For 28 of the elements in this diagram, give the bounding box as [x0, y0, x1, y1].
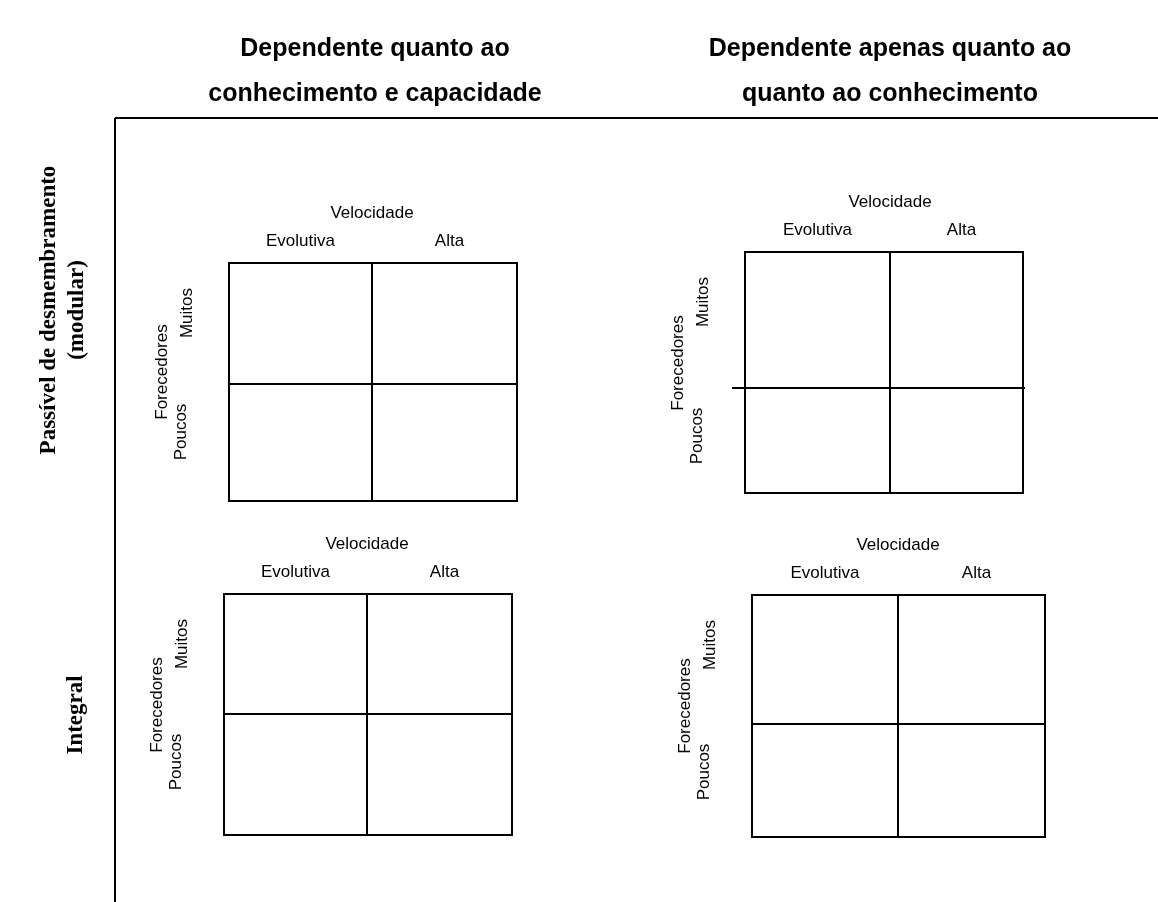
axis-value: Evolutiva	[266, 231, 335, 251]
row-heading: Passível de desmembramento (modular)	[34, 164, 89, 457]
axis-title: Forecedores	[152, 324, 172, 420]
axis-value: Muitos	[177, 287, 197, 339]
axis-value: Poucos	[694, 743, 714, 801]
axis-value: Poucos	[171, 403, 191, 461]
column-heading: Dependente quanto ao conhecimento e capacidade	[207, 32, 543, 108]
axis-value: Evolutiva	[783, 220, 852, 240]
axis-value: Poucos	[166, 733, 186, 791]
axis-value: Muitos	[172, 618, 192, 670]
axis-title: Velocidade	[325, 534, 409, 554]
axis-title: Velocidade	[330, 203, 414, 223]
axis-value: Alta	[434, 231, 465, 251]
axis-title: Forecedores	[668, 314, 688, 411]
axis-value: Alta	[946, 220, 977, 240]
axis-value: Poucos	[687, 407, 707, 465]
axis-value: Muitos	[700, 619, 720, 671]
row-heading: Integral	[61, 674, 88, 757]
axis-value: Alta	[429, 562, 460, 582]
axis-title: Forecedores	[147, 656, 167, 753]
axis-title: Velocidade	[848, 192, 932, 212]
axis-title: Forecedores	[675, 658, 695, 754]
axis-value: Evolutiva	[790, 563, 860, 583]
axis-value: Muitos	[693, 276, 713, 328]
axis-value: Evolutiva	[261, 562, 330, 582]
axis-value: Alta	[961, 563, 992, 583]
axis-title: Velocidade	[856, 535, 940, 555]
column-heading: Dependente apenas quanto ao quanto ao conhecimento	[707, 32, 1073, 108]
